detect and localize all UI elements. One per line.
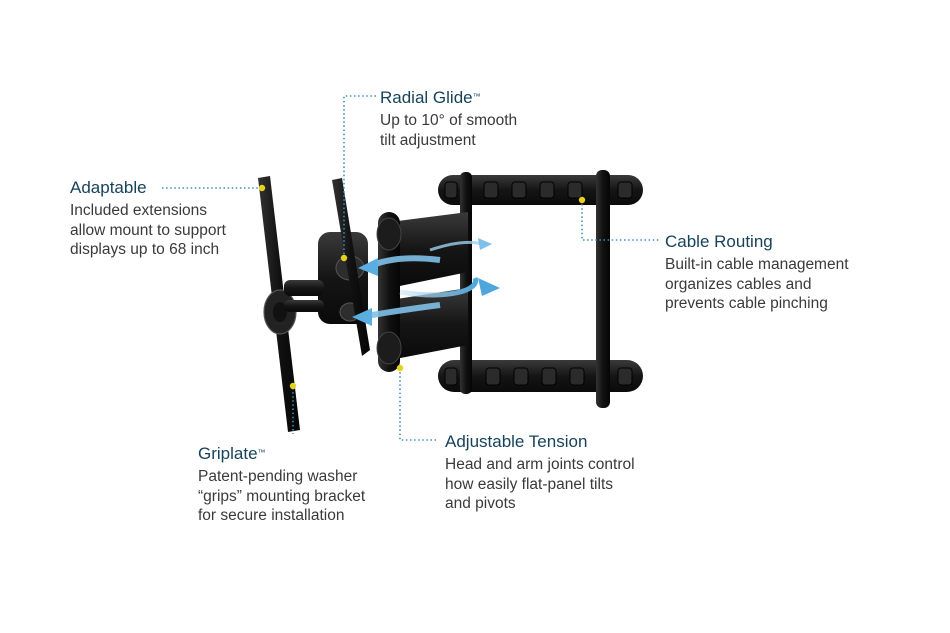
marker-dots [258,184,586,390]
tilt-head [318,178,370,356]
callout-adjustable-tension: Adjustable Tension Head and arm joints c… [445,432,635,514]
mounting-bracket [258,176,324,432]
callout-griplate: Griplate™ Patent-pending washer “grips” … [198,444,365,526]
callout-description: Head and arm joints control how easily f… [445,456,635,512]
callout-description: Up to 10° of smooth tilt adjustment [380,112,518,149]
callout-description: Included extensions allow mount to suppo… [70,202,226,258]
leader-radial-glide [343,95,376,258]
callout-title: Griplate™ [198,444,266,463]
dot-radial-glide [340,254,348,262]
leader-cable-routing [581,200,660,241]
callout-title: Cable Routing [665,232,773,251]
dot-cable-routing [578,196,586,204]
motion-arrows [352,238,500,326]
callout-radial-glide: Radial Glide™ Up to 10° of smooth tilt a… [380,88,517,150]
callout-cable-routing: Cable Routing Built-in cable management … [665,232,849,314]
callout-title: Radial Glide™ [380,88,481,107]
callout-description: Built-in cable management organizes cabl… [665,256,849,312]
callout-title: Adaptable [70,178,147,197]
dot-adaptable [258,184,266,192]
callout-title: Adjustable Tension [445,432,588,451]
callout-adaptable: Adaptable Included extensions allow moun… [70,178,226,260]
dot-griplate [289,382,297,390]
swing-arm [376,212,468,372]
callout-description: Patent-pending washer “grips” mounting b… [198,468,366,524]
dot-adjustable-tension [396,364,404,372]
leader-adjustable-tension [399,368,438,441]
